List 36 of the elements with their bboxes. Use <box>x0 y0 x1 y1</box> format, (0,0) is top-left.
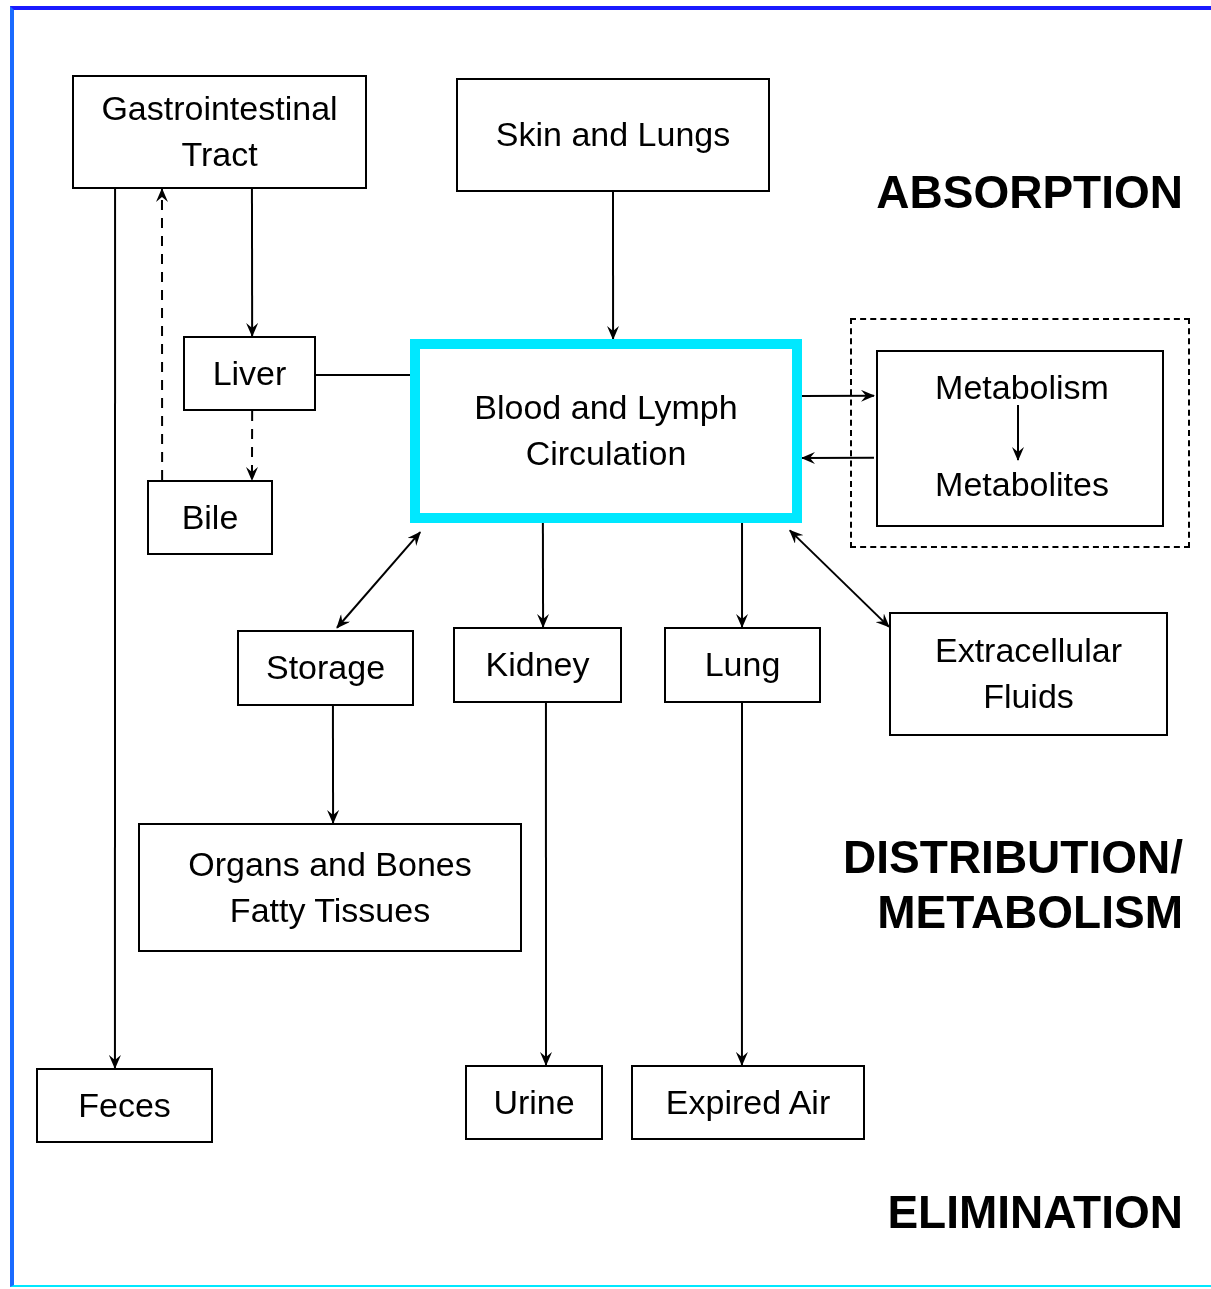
process-box: Bile <box>147 480 273 555</box>
arrow <box>1012 404 1024 461</box>
arrow <box>736 522 749 628</box>
arrow <box>735 702 748 1066</box>
box-text: Metabolism <box>908 367 1136 409</box>
arrow <box>327 705 340 824</box>
stage-heading: ELIMINATION <box>887 1185 1183 1240</box>
process-box: Skin and Lungs <box>456 78 770 192</box>
process-box: Feces <box>36 1068 213 1143</box>
arrow <box>336 531 422 629</box>
arrow <box>788 529 890 628</box>
arrow <box>537 522 550 628</box>
process-box: Organs and Bones Fatty Tissues <box>138 823 522 952</box>
arrow <box>607 191 620 340</box>
dashed-arrow <box>246 410 258 481</box>
arrow <box>801 452 875 464</box>
dashed-group-box <box>850 318 1190 548</box>
stage-heading: ABSORPTION <box>876 165 1183 220</box>
process-box: Storage <box>237 630 414 706</box>
dashed-arrow <box>156 188 168 481</box>
arrow <box>540 702 552 1066</box>
arrow <box>246 188 259 337</box>
process-box <box>876 350 1164 527</box>
process-box: Expired Air <box>631 1065 865 1140</box>
process-box: Liver <box>183 336 316 411</box>
process-box: Lung <box>664 627 821 703</box>
process-box: Extracellular Fluids <box>889 612 1168 736</box>
process-box: Urine <box>465 1065 603 1140</box>
arrow <box>108 188 121 1069</box>
process-box: Gastrointestinal Tract <box>72 75 367 189</box>
stage-heading: DISTRIBUTION/ METABOLISM <box>842 830 1183 941</box>
connector-line <box>315 374 411 377</box>
process-box: Kidney <box>453 627 622 703</box>
process-box: Blood and Lymph Circulation <box>410 339 802 523</box>
arrow <box>801 389 875 402</box>
box-text: Metabolites <box>908 464 1136 506</box>
